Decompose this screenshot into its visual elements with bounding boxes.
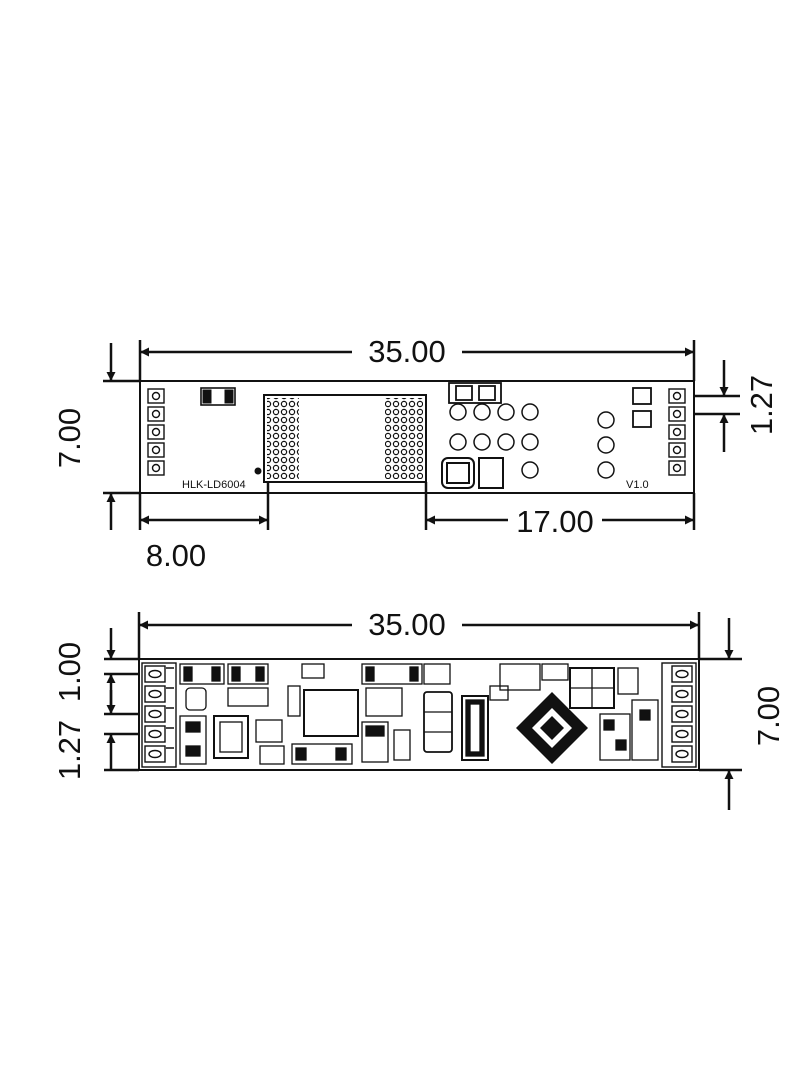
bottom-width-label: 35.00 <box>368 607 446 642</box>
top-lower-components <box>441 457 504 489</box>
bottom-height-label: 7.00 <box>751 686 786 746</box>
top-connector-pads <box>448 382 502 404</box>
right-offset-label: 17.00 <box>516 504 594 539</box>
top-view <box>139 380 695 494</box>
top-dimensions <box>103 340 740 530</box>
top-pitch-label: 1.27 <box>744 375 779 435</box>
top-left-pin-header <box>147 388 165 476</box>
bottom-pitch-label: 1.27 <box>52 720 87 780</box>
bottom-right-pin-header <box>661 662 697 768</box>
top-height-label: 7.00 <box>52 408 87 468</box>
bottom-view <box>138 658 700 771</box>
model-label: HLK-LD6004 <box>182 479 246 491</box>
antenna-array <box>254 394 427 483</box>
left-offset-label: 8.00 <box>146 538 206 573</box>
top-via-circles <box>449 403 615 479</box>
top-right-pin-header <box>668 388 686 476</box>
top-board-outline <box>139 380 695 494</box>
bottom-pad-label: 1.00 <box>52 642 87 702</box>
bottom-main-chip <box>516 692 588 764</box>
bottom-left-pin-header <box>141 662 177 768</box>
top-width-label: 35.00 <box>368 334 446 369</box>
bottom-smd-components <box>179 663 659 765</box>
bottom-dimensions <box>104 612 742 810</box>
version-label: V1.0 <box>626 479 649 491</box>
top-small-component <box>200 387 236 406</box>
top-right-pads <box>632 387 652 428</box>
